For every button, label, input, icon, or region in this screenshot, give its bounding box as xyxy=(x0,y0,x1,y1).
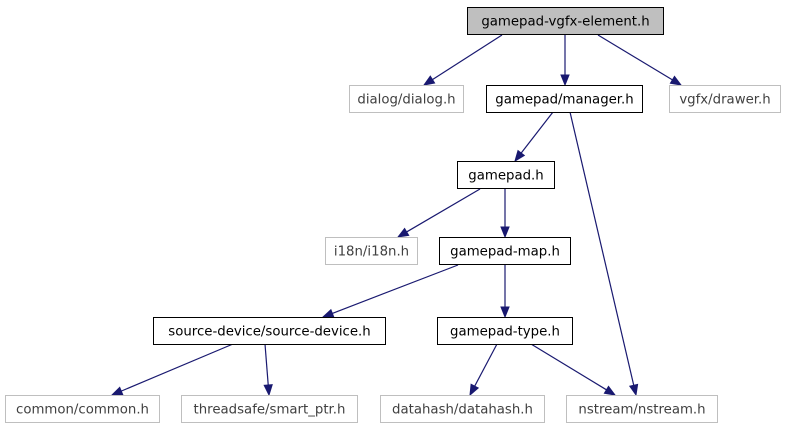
arrow-head xyxy=(628,383,639,397)
edge-line xyxy=(474,343,498,387)
edge-gamepadtype-to-datahash xyxy=(469,343,498,397)
arrow-head xyxy=(500,226,510,239)
node-root[interactable]: gamepad-vgfx-element.h xyxy=(467,7,664,35)
node-sourcedevice[interactable]: source-device/source-device.h xyxy=(153,317,386,345)
node-label: common/common.h xyxy=(16,403,149,418)
node-label: gamepad-type.h xyxy=(450,325,560,340)
node-box xyxy=(467,7,664,35)
node-label: gamepad/manager.h xyxy=(495,93,633,108)
node-i18n: i18n/i18n.h xyxy=(325,237,418,265)
node-gamepadtype[interactable]: gamepad-type.h xyxy=(437,317,573,345)
graph-nodes: gamepad-vgfx-element.h dialog/dialog.h gam… xyxy=(5,7,781,423)
edge-line xyxy=(332,264,459,314)
node-box xyxy=(5,395,160,423)
node-label: dialog/dialog.h xyxy=(357,93,455,108)
node-box xyxy=(486,85,643,113)
node-drawer: vgfx/drawer.h xyxy=(669,85,781,113)
edge-gamepadtype-to-nstream xyxy=(530,343,617,396)
edge-sourcedevice-to-smartptr xyxy=(263,343,273,397)
arrow-head xyxy=(560,74,570,87)
edge-line xyxy=(432,34,503,81)
edge-root-to-manager xyxy=(560,35,570,87)
node-label: gamepad-map.h xyxy=(450,245,560,260)
edge-gamepad-to-i18n xyxy=(396,188,481,238)
node-box xyxy=(669,85,781,113)
node-box xyxy=(437,317,573,345)
arrow-head xyxy=(603,385,617,396)
edge-sourcedevice-to-common xyxy=(110,343,234,396)
node-common: common/common.h xyxy=(5,395,160,423)
edge-gamepad-to-gamepadmap xyxy=(500,189,510,239)
graph-edges xyxy=(110,34,683,397)
node-gamepadmap[interactable]: gamepad-map.h xyxy=(439,237,571,265)
edge-manager-to-nstream xyxy=(569,111,639,397)
edge-gamepadmap-to-gamepadtype xyxy=(500,265,510,319)
node-smartptr: threadsafe/smart_ptr.h xyxy=(181,395,358,423)
edge-gamepadmap-to-sourcedevice xyxy=(321,264,459,318)
node-label: nstream/nstream.h xyxy=(578,403,705,418)
node-box xyxy=(153,317,386,345)
arrow-head xyxy=(500,306,510,319)
node-label: gamepad.h xyxy=(468,169,543,184)
arrow-head xyxy=(263,384,273,397)
edge-root-to-dialog xyxy=(422,34,503,86)
node-label: vgfx/drawer.h xyxy=(679,93,770,108)
arrow-head xyxy=(469,383,480,397)
arrow-head xyxy=(514,149,526,163)
node-datahash: datahash/datahash.h xyxy=(380,395,545,423)
node-label: datahash/datahash.h xyxy=(392,403,533,418)
arrow-head xyxy=(669,75,683,86)
edge-line xyxy=(597,34,673,81)
node-box xyxy=(380,395,545,423)
node-gamepad[interactable]: gamepad.h xyxy=(457,161,555,189)
node-box xyxy=(566,395,718,423)
node-box xyxy=(439,237,571,265)
edge-line xyxy=(569,111,635,386)
edge-root-to-drawer xyxy=(597,34,683,86)
node-label: gamepad-vgfx-element.h xyxy=(481,15,649,30)
node-nstream: nstream/nstream.h xyxy=(566,395,718,423)
arrow-head xyxy=(110,386,124,396)
node-label: threadsafe/smart_ptr.h xyxy=(194,403,346,418)
node-box xyxy=(325,237,418,265)
edge-line xyxy=(520,111,554,154)
edge-manager-to-gamepad xyxy=(514,111,554,163)
node-label: i18n/i18n.h xyxy=(334,245,409,260)
node-box xyxy=(457,161,555,189)
edge-line xyxy=(120,343,234,392)
edge-line xyxy=(406,188,481,233)
edge-line xyxy=(264,343,269,386)
node-manager[interactable]: gamepad/manager.h xyxy=(486,85,643,113)
arrow-head xyxy=(422,75,436,86)
edge-line xyxy=(530,343,607,391)
node-label: source-device/source-device.h xyxy=(168,325,370,340)
arrow-head xyxy=(396,227,410,238)
arrow-head xyxy=(321,308,335,318)
node-dialog: dialog/dialog.h xyxy=(349,85,464,113)
node-box xyxy=(349,85,464,113)
node-box xyxy=(181,395,358,423)
